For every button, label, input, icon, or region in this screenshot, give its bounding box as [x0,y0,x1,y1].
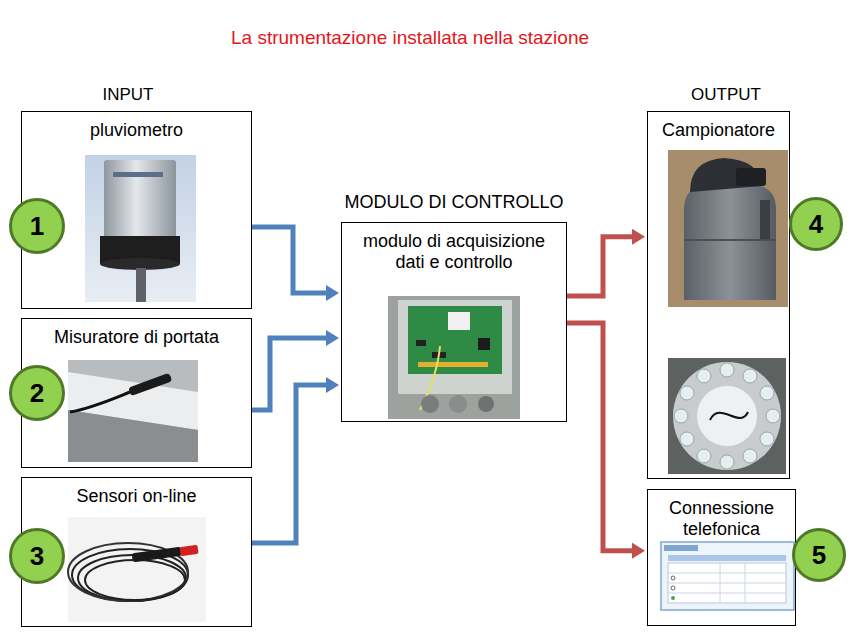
rain-gauge-photo-part [113,172,163,177]
callout-text: 4 [809,209,823,239]
callout-number: 2 [9,365,65,421]
flow-meter-photo-part [70,392,130,412]
callout-text: 5 [812,540,826,570]
control-board-photo-part [478,396,494,412]
sampler-bottles-photo-part-part [760,432,774,446]
sampler-bottles-photo-part [710,412,748,420]
module-text: modulo di acquisizione dati e controllo [348,231,560,273]
sensor-cable-photo-part [85,560,185,600]
sampler-bottles-photo-part-part [680,386,694,400]
callout-number: 5 [792,528,846,582]
sensor-cable-photo-part [68,517,206,622]
signal-arrow [252,385,326,543]
sampler-photo-part [668,150,788,307]
control-board-photo-part [416,340,426,346]
sensor-cable-photo [68,517,206,622]
sampler-bottles-photo-part [697,386,757,446]
sampler-photo-part [684,239,776,241]
telemetry-screenshot-part [668,583,786,584]
rain-gauge-photo-part [85,155,196,302]
telemetry-screenshot-part [671,586,675,590]
telemetry-screenshot [661,542,794,610]
sampler-bottles-photo-part-part [674,409,688,423]
sampler-photo-part [760,200,770,240]
telemetry-screenshot-part [671,576,675,580]
sampler-bottles-photo-part-part [743,369,757,383]
box-title: Misuratore di portata [28,327,245,348]
telemetry-screenshot-part [668,573,786,574]
telemetry-screenshot-part [668,593,786,594]
signal-arrow [567,323,632,551]
diagram-title: La strumentazione installata nella stazi… [120,27,700,49]
sampler-photo-part [736,168,766,186]
sampler-photo-part [684,186,776,300]
signal-arrow [252,338,326,410]
signal-arrow [252,227,326,293]
output-box: Campionatore [647,111,790,479]
callout-text: 3 [30,541,44,571]
sampler-bottles-photo-part-part [720,363,734,377]
sampler-bottles-photo-part [674,363,780,469]
sampler-bottles-photo-part-part [697,449,711,463]
control-board-photo-part [478,338,490,350]
flow-meter-photo-part [128,373,172,397]
telemetry-screenshot-part [664,545,698,551]
flow-meter-photo [68,360,198,462]
control-board-photo [388,296,520,419]
sampler-bottles-photo-part-part [766,409,780,423]
rain-gauge-photo-part [104,160,176,240]
sensor-cable-photo-part [68,543,188,601]
sampler-bottles-photo-part-part [720,455,734,469]
sampler-bottles-photo-part [668,358,786,474]
box-title: Campionatore [654,120,783,141]
callout-text: 1 [30,211,44,241]
box-title: pluviometro [28,120,245,141]
flow-meter-photo-part [68,360,198,462]
flow-meter-photo-part [68,410,198,462]
sensor-cable-photo-part [180,545,199,556]
telemetry-screenshot-part [671,596,675,600]
control-board-photo-part [408,306,502,374]
control-board-photo-part [448,312,470,330]
sampler-bottles-photo-part-part [760,386,774,400]
sampler-bottles-photo-part-part [680,432,694,446]
telemetry-screenshot-part [668,563,786,603]
box-title: Connessione telefonica [654,498,789,540]
callout-text: 2 [30,378,44,408]
sampler-bottles-photo-part [673,362,781,470]
telemetry-screenshot-part [720,563,721,603]
sampler-photo [668,150,788,307]
signal-arrow [567,237,632,296]
column-heading: INPUT [60,85,196,105]
telemetry-screenshot-part [745,563,746,603]
control-board-photo-part [388,296,520,419]
rain-gauge-photo-part [136,268,146,302]
module-heading: MODULO DI CONTROLLO [330,188,578,213]
callout-number: 4 [789,197,843,251]
control-board-photo-part [421,395,439,413]
box-title: Sensori on-line [28,486,245,507]
column-heading: OUTPUT [660,85,792,105]
sampler-bottles-photo-part-part [697,369,711,383]
control-board-photo-part [418,362,488,367]
sampler-bottles-photo [668,358,786,474]
telemetry-screenshot-part [668,555,786,561]
control-module: MODULO DI CONTROLLO modulo di acquisizion… [330,188,578,422]
output-box: Connessione telefonica [647,489,796,626]
sampler-bottles-photo-part-part [743,449,757,463]
telemetry-screenshot-part [661,542,794,610]
callout-number: 3 [9,528,65,584]
control-board-photo-part [449,395,467,413]
control-board-photo-part [398,300,512,394]
rain-gauge-photo [85,155,196,302]
callout-number: 1 [9,198,65,254]
module-frame: modulo di acquisizione dati e controllo [341,222,567,422]
sensor-cable-photo-part [78,555,186,601]
sensor-cable-photo-part [132,547,183,563]
